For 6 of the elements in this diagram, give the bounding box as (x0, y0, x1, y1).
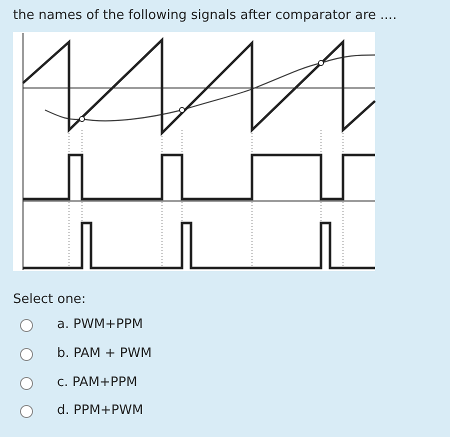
option-label: d. PPM+PWM (57, 403, 144, 418)
question-text: the names of the following signals after comparator are .... (13, 8, 397, 23)
option-label: b. PAM + PWM (57, 346, 152, 361)
option-label: c. PAM+PPM (57, 375, 138, 390)
option-label: a. PWM+PPM (57, 317, 143, 332)
prompt-text: Select one: (13, 292, 86, 307)
